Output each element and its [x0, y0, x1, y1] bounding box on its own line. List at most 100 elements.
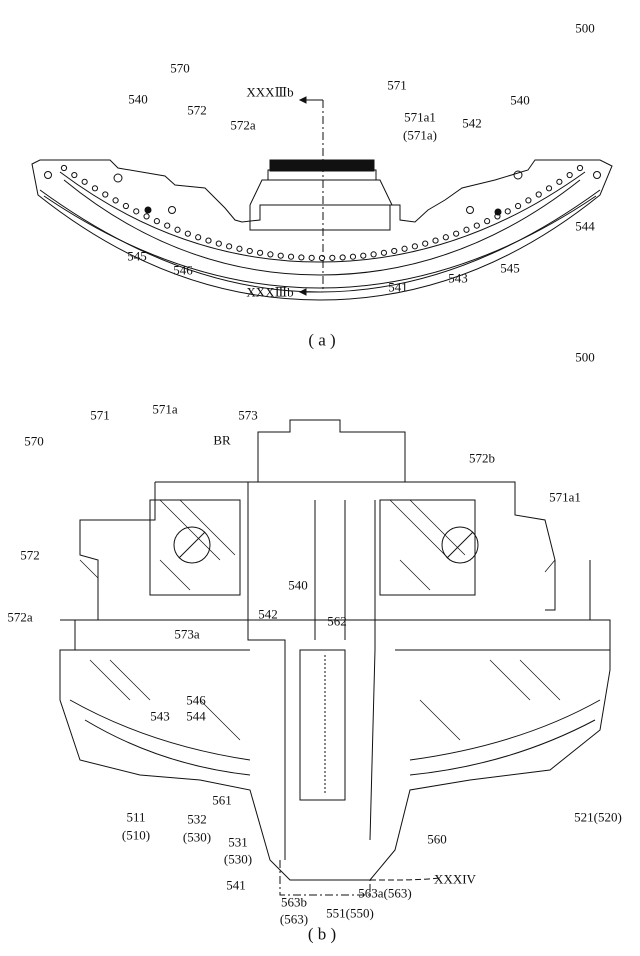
- led-dot: [567, 172, 572, 177]
- led-dot: [402, 246, 407, 251]
- led-dot: [474, 223, 479, 228]
- figure-a-caption: ( a ): [308, 332, 335, 349]
- ref-572-b: 572: [20, 549, 40, 562]
- led-dot: [154, 219, 159, 224]
- ref-571a1-a: 571a1: [404, 111, 436, 124]
- led-dot: [309, 255, 314, 260]
- led-dot: [443, 235, 448, 240]
- ref-562: 562: [327, 615, 347, 628]
- led-dot: [185, 231, 190, 236]
- ref-540-right: 540: [510, 94, 530, 107]
- ref-561: 561: [212, 794, 232, 807]
- led-dot: [175, 227, 180, 232]
- led-dot: [278, 253, 283, 258]
- section-line-top: XXXⅢb: [246, 86, 293, 99]
- section-XXXIV: XXXIV: [434, 873, 476, 886]
- led-dot: [216, 241, 221, 246]
- ref-545-left: 545: [127, 250, 147, 263]
- ref-532-paren: (530): [183, 831, 211, 844]
- ref-563b-paren: (563): [280, 913, 308, 926]
- ref-511: 511: [126, 811, 145, 824]
- led-dot: [392, 248, 397, 253]
- ref-500-b: 500: [575, 351, 595, 364]
- ref-563b: 563b: [281, 896, 307, 909]
- ref-572a-b: 572a: [7, 611, 32, 624]
- led-dot: [381, 250, 386, 255]
- led-dot: [546, 186, 551, 191]
- section-line-bottom: XXXⅢb: [246, 286, 293, 299]
- ref-544-a: 544: [575, 220, 595, 233]
- led-dot: [412, 244, 417, 249]
- ref-543-a: 543: [448, 272, 468, 285]
- ref-540-left: 540: [128, 93, 148, 106]
- led-dot: [330, 255, 335, 260]
- led-dot: [299, 255, 304, 260]
- ref-542-b: 542: [258, 608, 278, 621]
- ref-532: 532: [187, 813, 207, 826]
- ref-541-a: 541: [388, 281, 408, 294]
- ref-572a-a: 572a: [230, 119, 255, 132]
- led-dot: [577, 165, 582, 170]
- led-dot: [464, 227, 469, 232]
- ref-572b: 572b: [469, 452, 495, 465]
- led-dot: [536, 192, 541, 197]
- ref-540-b: 540: [288, 579, 308, 592]
- led-dot: [196, 235, 201, 240]
- ref-570-b: 570: [24, 435, 44, 448]
- led-dot: [257, 250, 262, 255]
- figure-a-drawing: [32, 97, 612, 300]
- ref-521: 521(520): [574, 811, 622, 824]
- figure-b-caption: ( b ): [308, 926, 336, 943]
- led-dot: [113, 198, 118, 203]
- led-dot: [288, 254, 293, 259]
- ref-572-a: 572: [187, 104, 207, 117]
- ref-543-b: 543: [150, 710, 170, 723]
- led-dot: [206, 238, 211, 243]
- led-dot: [454, 231, 459, 236]
- led-dot: [423, 241, 428, 246]
- led-dot: [268, 252, 273, 257]
- led-dot: [144, 214, 149, 219]
- led-dot: [72, 172, 77, 177]
- ref-BR: BR: [213, 434, 230, 447]
- led-dot: [123, 203, 128, 208]
- ref-531: 531: [228, 836, 248, 849]
- led-dot: [319, 255, 324, 260]
- ref-570-a: 570: [170, 62, 190, 75]
- led-dot: [340, 255, 345, 260]
- ref-541-b: 541: [226, 879, 246, 892]
- led-dot: [92, 186, 97, 191]
- led-dot: [103, 192, 108, 197]
- led-dot: [485, 219, 490, 224]
- ref-551: 551(550): [326, 907, 374, 920]
- ref-571a-paren: (571a): [403, 129, 437, 142]
- ref-500-a: 500: [575, 22, 595, 35]
- ref-563a: 563a(563): [358, 887, 411, 900]
- led-dot: [557, 179, 562, 184]
- led-dot: [61, 165, 66, 170]
- ref-544-b: 544: [186, 710, 206, 723]
- led-dot: [515, 203, 520, 208]
- ref-571-b: 571: [90, 409, 110, 422]
- led-dot: [237, 246, 242, 251]
- ref-546-a: 546: [173, 264, 193, 277]
- led-dot: [227, 244, 232, 249]
- ref-545-right: 545: [500, 262, 520, 275]
- led-dot: [361, 253, 366, 258]
- led-dot: [247, 248, 252, 253]
- led-dot: [526, 198, 531, 203]
- led-dot: [350, 254, 355, 259]
- ref-560: 560: [427, 833, 447, 846]
- led-dot: [82, 179, 87, 184]
- ref-571-a: 571: [387, 79, 407, 92]
- ref-571a1-b: 571a1: [549, 491, 581, 504]
- ref-511-paren: (510): [122, 829, 150, 842]
- led-dot: [433, 238, 438, 243]
- led-dot: [165, 223, 170, 228]
- led-dot: [505, 209, 510, 214]
- ref-571a-b: 571a: [152, 403, 177, 416]
- ref-542-a: 542: [462, 117, 482, 130]
- ref-573: 573: [238, 409, 258, 422]
- led-dot: [134, 209, 139, 214]
